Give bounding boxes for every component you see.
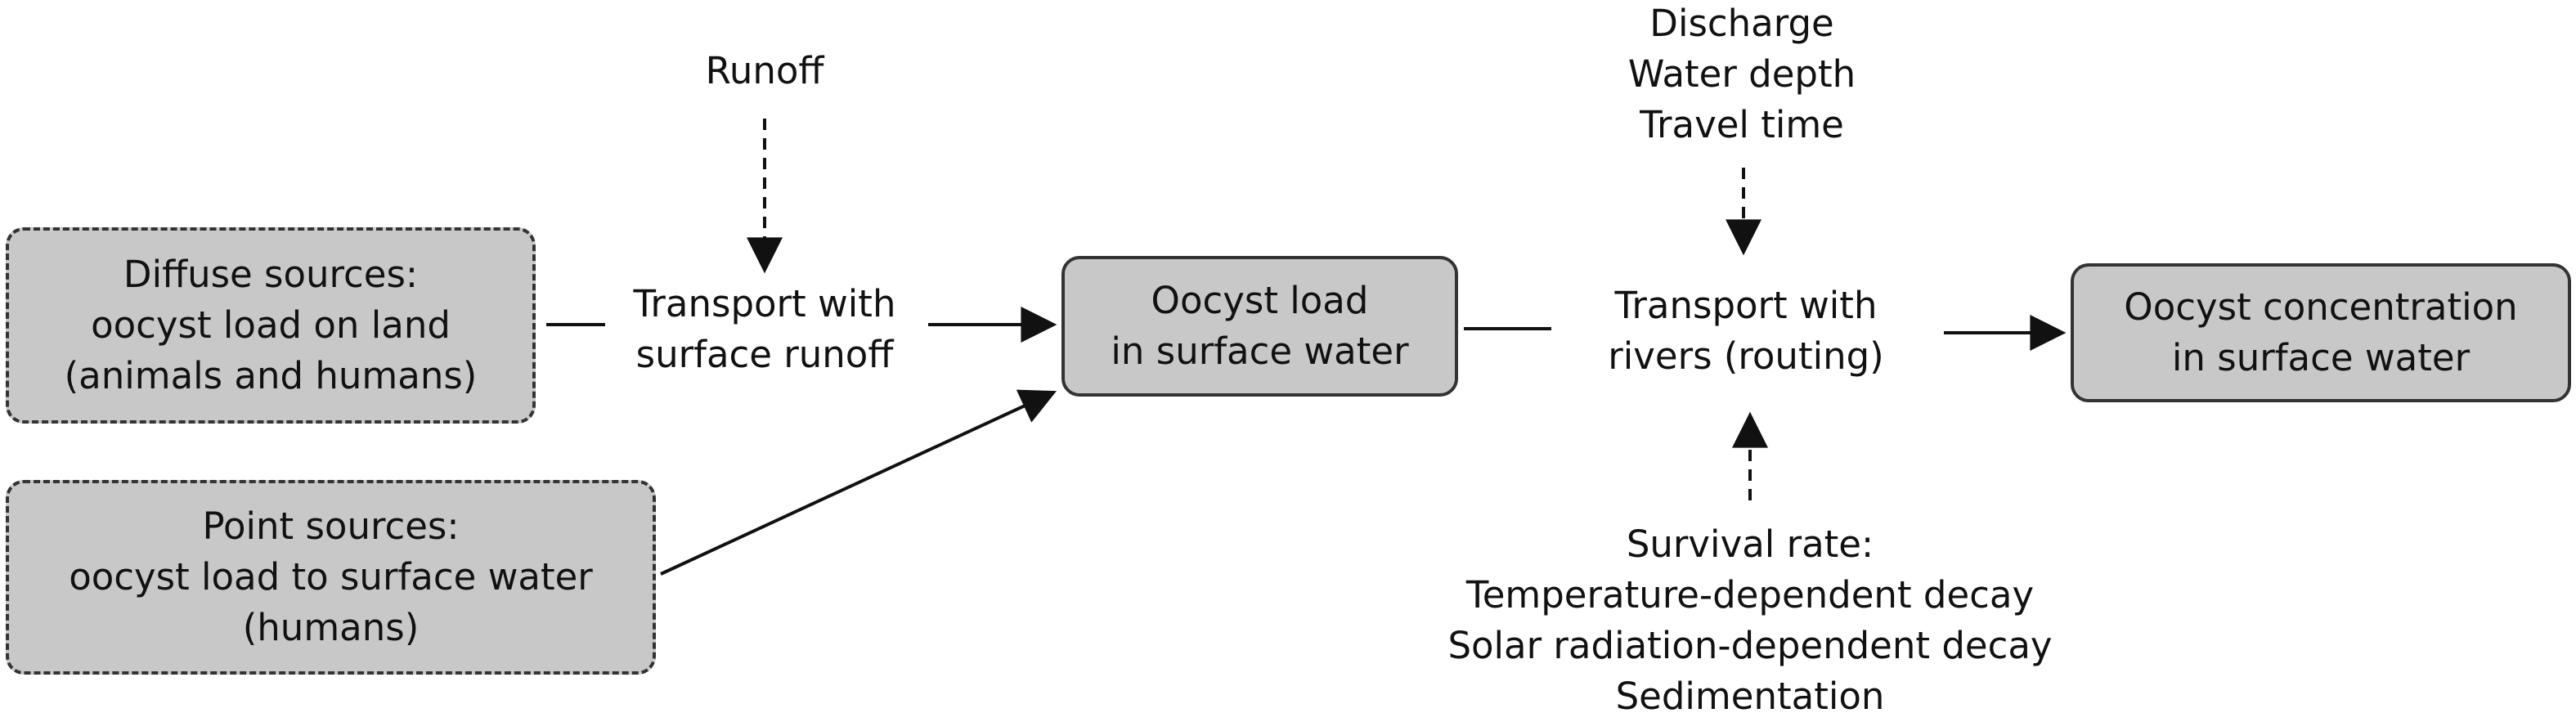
oocyst-load-line1: Oocyst load [1151, 279, 1369, 322]
survival-solar-decay: Solar radiation-dependent decay [1447, 623, 2053, 667]
hydrology-travel-time: Travel time [1640, 103, 1844, 146]
survival-temperature-decay: Temperature-dependent decay [1465, 572, 2035, 617]
transport-runoff-line2: surface runoff [635, 333, 894, 376]
survival-rate-title: Survival rate: [1626, 522, 1874, 566]
point-sources-box: Point sources: oocyst load to surface wa… [6, 480, 656, 675]
diffuse-sources-detail: oocyst load on land [91, 303, 451, 347]
survival-rate-label: Survival rate: Temperature-dependent dec… [1390, 519, 2110, 721]
transport-runoff-label: Transport with surface runoff [601, 276, 928, 383]
diffuse-sources-origin: (animals and humans) [64, 354, 478, 397]
point-sources-title: Point sources: [202, 505, 460, 548]
oocyst-concentration-line2: in surface water [2171, 336, 2471, 379]
oocyst-load-box: Oocyst load in surface water [1061, 256, 1458, 397]
oocyst-load-line2: in surface water [1111, 330, 1409, 373]
diffuse-sources-title: Diffuse sources: [123, 253, 419, 296]
diffuse-sources-box: Diffuse sources: oocyst load on land (an… [6, 227, 536, 424]
point-sources-detail: oocyst load to surface water [69, 555, 593, 599]
hydrology-water-depth: Water depth [1627, 52, 1856, 96]
oocyst-concentration-box: Oocyst concentration in surface water [2071, 263, 2571, 402]
oocyst-concentration-line1: Oocyst concentration [2124, 285, 2518, 329]
transport-rivers-line2: rivers (routing) [1608, 334, 1884, 378]
survival-sedimentation: Sedimentation [1615, 674, 1885, 718]
hydrology-discharge: Discharge [1649, 2, 1834, 45]
edge-point-sources-to-oocyst-load [660, 389, 1057, 576]
runoff-text: Runoff [705, 49, 824, 92]
runoff-label: Runoff [654, 43, 875, 100]
transport-runoff-line1: Transport with [633, 282, 896, 325]
hydrology-inputs-label: Discharge Water depth Travel time [1554, 0, 1930, 149]
point-sources-origin: (humans) [242, 606, 420, 649]
transport-rivers-line1: Transport with [1614, 284, 1878, 327]
transport-rivers-label: Transport with rivers (routing) [1554, 278, 1938, 384]
